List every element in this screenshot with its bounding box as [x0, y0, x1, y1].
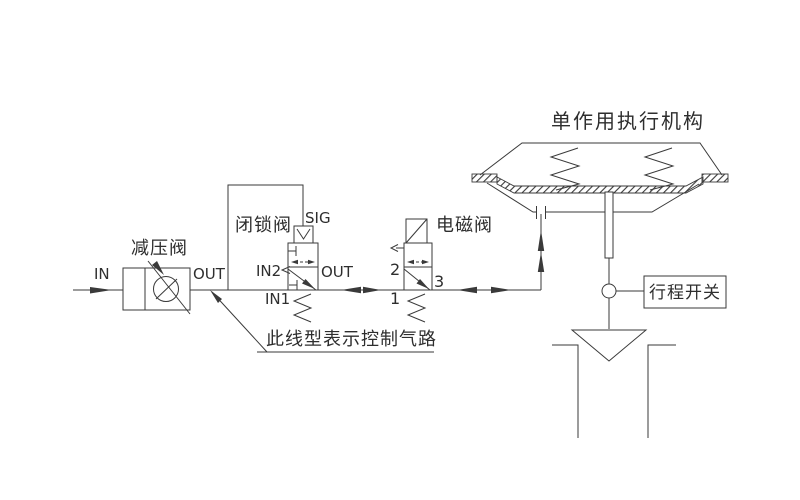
- note-text: 此线型表示控制气路: [266, 329, 437, 350]
- in1-label: IN1: [265, 290, 290, 308]
- port1-label: 1: [390, 289, 400, 308]
- lockup-valve-label: 闭锁阀: [235, 215, 292, 236]
- solenoid-valve: 电磁阀 2 1 3: [389, 215, 493, 323]
- out-label: OUT: [193, 265, 226, 283]
- in2-arrow-icon: [280, 266, 291, 274]
- flow-arrow-right-icon: [491, 286, 511, 294]
- inlet: IN: [94, 265, 110, 283]
- sig-label: SIG: [305, 209, 331, 227]
- leader-arrow-icon: [210, 290, 222, 303]
- spring-icon: [406, 293, 427, 323]
- actuator-label: 单作用执行机构: [551, 109, 705, 133]
- spring-icon: [292, 293, 313, 323]
- main-air-line: [73, 206, 546, 294]
- spring-icon: [643, 147, 675, 191]
- flow-arrow-right-icon: [90, 287, 112, 294]
- pilot-signal-icon: [296, 228, 311, 240]
- in2-label: IN2: [256, 262, 281, 280]
- flow-arrow-up-icon: [537, 252, 545, 272]
- adjust-arrow-icon: [152, 261, 164, 275]
- exhaust-arrow-icon: [389, 244, 399, 252]
- actuator-stem: [604, 191, 614, 259]
- valve-plug-icon: [570, 329, 648, 362]
- lockup-valve: 闭锁阀 SIG IN2 OUT IN1: [227, 184, 354, 323]
- actuator: 单作用执行机构: [471, 109, 729, 438]
- diaphragm-clamp: [471, 173, 498, 183]
- reducing-valve-label: 减压阀: [131, 238, 188, 259]
- flow-arrow-up-icon: [537, 230, 545, 251]
- flow-arrow-right-icon: [363, 286, 381, 294]
- stem-connector: [601, 283, 617, 299]
- out-label: OUT: [321, 263, 354, 281]
- spring-icon: [549, 147, 581, 191]
- flow-arrow-left-icon: [457, 286, 477, 294]
- in-label: IN: [94, 265, 110, 283]
- diaphragm: [496, 176, 704, 194]
- pressure-reducing-valve: 减压阀 OUT: [122, 238, 226, 315]
- port3-label: 3: [434, 272, 444, 291]
- control-line-note: 此线型表示控制气路: [210, 290, 437, 353]
- flow-arrow-left-icon: [341, 286, 361, 294]
- port2-label: 2: [390, 260, 400, 279]
- solenoid-coil-icon: [405, 218, 428, 244]
- travel-switch-label: 行程开关: [649, 283, 721, 303]
- travel-switch: 行程开关: [616, 275, 727, 309]
- solenoid-valve-label: 电磁阀: [436, 215, 493, 236]
- diaphragm-clamp: [701, 173, 729, 183]
